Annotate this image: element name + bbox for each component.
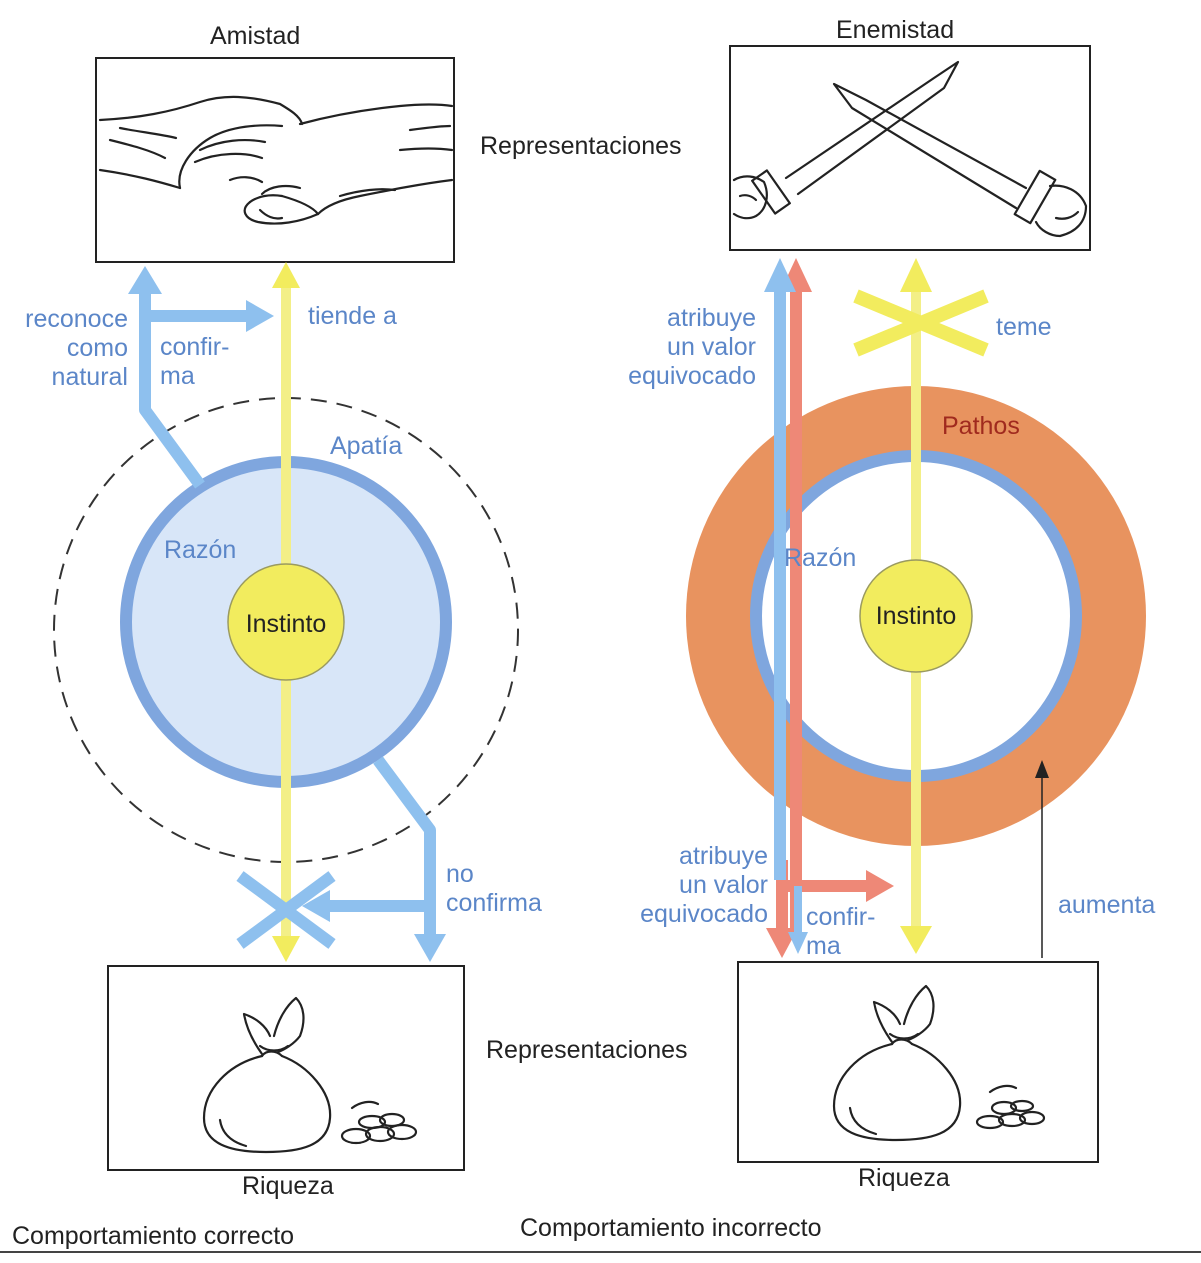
instinto-core-right xyxy=(859,559,973,673)
no-confirma-label: no confirma xyxy=(446,860,542,917)
blue-arrowhead-down-right xyxy=(788,932,808,954)
representaciones-label-top: Representaciones xyxy=(480,132,682,160)
enemistad-title: Enemistad xyxy=(836,16,955,44)
blue-arrowhead-up-left xyxy=(128,266,162,294)
money-bag-picture-box-left xyxy=(107,965,465,1171)
representaciones-label-bottom: Representaciones xyxy=(486,1036,688,1064)
yellow-arrowhead-up-left xyxy=(272,262,300,288)
yellow-arrowhead-down-right xyxy=(900,926,932,954)
riqueza-label-right: Riqueza xyxy=(858,1164,950,1192)
blue-arrowhead-up-right xyxy=(764,258,796,292)
blue-cross-line-b xyxy=(236,871,336,949)
caption-correcto: Comportamiento correcto xyxy=(12,1222,295,1250)
riqueza-label-left: Riqueza xyxy=(242,1172,334,1200)
blue-arrowhead-left xyxy=(302,890,330,922)
aumenta-arrowhead xyxy=(1035,760,1049,778)
teme-label: teme xyxy=(996,313,1052,341)
atribuye-label-top: atribuye un valor equivocado xyxy=(628,304,756,390)
caption-incorrecto: Comportamiento incorrecto xyxy=(520,1214,822,1242)
money-bag-icon-right xyxy=(832,984,1046,1142)
atribuye-label-bottom: atribuye un valor equivocado xyxy=(640,842,768,928)
instinto-core-left xyxy=(227,563,345,681)
instinto-label-left: Instinto xyxy=(245,610,327,638)
reconoce-como-natural-label: reconoce como natural xyxy=(25,305,128,391)
instinto-label-right: Instinto xyxy=(875,602,957,630)
razon-label-left: Razón xyxy=(164,536,237,564)
blue-arrowhead-right-left xyxy=(246,300,274,332)
money-bag-picture-box-right xyxy=(737,961,1099,1163)
swords-picture-box xyxy=(729,45,1091,251)
yellow-arrowhead-up-right xyxy=(900,258,932,292)
handshake-icon xyxy=(98,95,454,225)
money-bag-icon xyxy=(202,996,418,1154)
blue-arrow-no-confirma xyxy=(373,756,436,940)
crossed-swords-icon xyxy=(732,60,1088,238)
red-arrowhead-right xyxy=(866,870,894,902)
confirma-label-left: confir- ma xyxy=(160,333,230,390)
pathos-label: Pathos xyxy=(942,412,1020,440)
aumenta-label: aumenta xyxy=(1058,891,1156,919)
handshake-picture-box xyxy=(95,57,455,263)
yellow-arrowhead-down-left xyxy=(272,936,300,962)
apatia-label: Apatía xyxy=(330,432,403,460)
confirma-label-right: confir- ma xyxy=(806,903,876,960)
blue-arrow-reconoce xyxy=(139,290,205,489)
yellow-cross-b xyxy=(853,289,989,357)
amistad-title: Amistad xyxy=(210,22,301,50)
razon-label-right: Razón xyxy=(784,544,857,572)
tiende-a-label: tiende a xyxy=(308,302,397,330)
blue-arrowhead-down-right-left xyxy=(414,934,446,962)
